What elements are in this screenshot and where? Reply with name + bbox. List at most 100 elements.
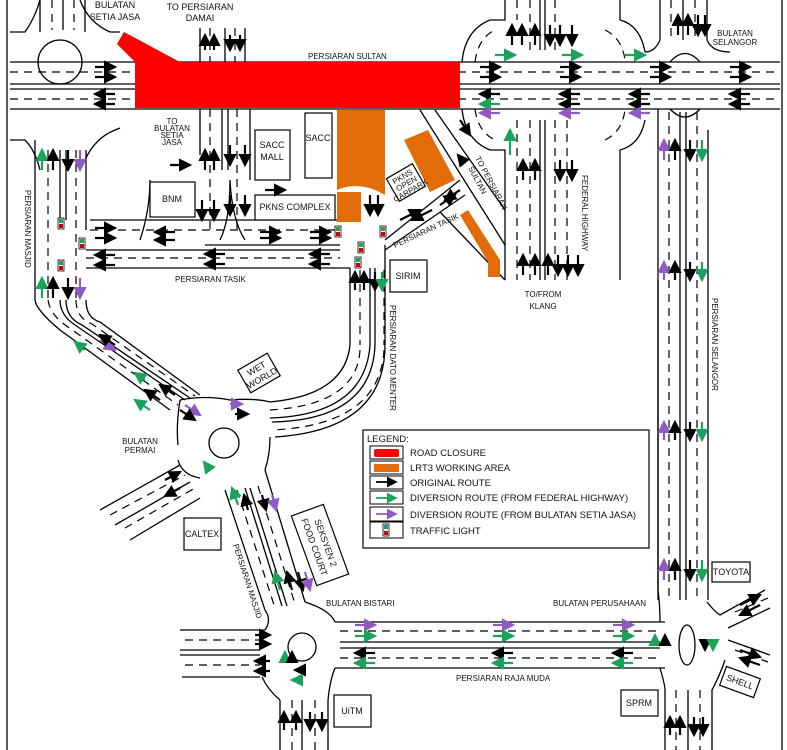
diversion-federal-arrow: [229, 485, 242, 506]
original-route-arrow: [158, 383, 176, 397]
buildings: SACC MALL SACC BNM PKNS COMPLEX PKNS OPE…: [149, 112, 762, 728]
building-bnm-label: BNM: [162, 194, 182, 204]
label-bulatan-setia-jasa-2: SETIA JASA: [90, 12, 141, 22]
building-sacc-mall: [254, 129, 291, 181]
label-persiaran-dato-menter: PERSIARAN DATO MENTER: [388, 305, 397, 411]
building-bnm: [149, 181, 196, 218]
original-route-arrow: [443, 188, 461, 202]
original-route-arrow: [163, 485, 181, 498]
bulatan-perusahaan-island: [678, 624, 696, 666]
original-route-arrow: [410, 209, 433, 221]
label-to-bulatan-setia-jasa-4: JASA: [162, 138, 183, 147]
label-to-bulatan-setia-jasa-3: SETIA: [160, 131, 184, 140]
building-sacc: [304, 112, 333, 179]
label-bulatan-selangor-1: BULATAN: [717, 29, 753, 38]
diversion-setia-jasa-arrow: [266, 494, 280, 513]
building-shell: [718, 665, 762, 699]
legend-label-lrt3: LRT3 WORKING AREA: [410, 463, 511, 474]
original-route-arrow: [164, 470, 182, 483]
label-persiaran-masjid-bottom: PERSIARAN MASJID: [231, 543, 264, 620]
building-sirim: [389, 259, 428, 293]
legend-label-traffic-light: TRAFFIC LIGHT: [410, 526, 481, 537]
original-route-arrow: [458, 119, 472, 137]
building-sacc-mall-label-2: MALL: [260, 152, 284, 162]
building-pkns-complex-label: PKNS COMPLEX: [259, 202, 330, 212]
original-route-arrow: [737, 655, 761, 668]
diversion-setia-jasa-arrow: [184, 403, 202, 417]
diversion-setia-jasa-arrow: [300, 571, 314, 593]
bulatan-setia-jasa-island: [37, 39, 83, 85]
building-caltex: [183, 517, 222, 551]
label-persiaran-masjid-top: PERSIARAN MASJID: [23, 190, 32, 268]
building-sacc-label: SACC: [305, 133, 331, 143]
label-bulatan-setia-jasa-1: BULATAN: [95, 0, 135, 10]
traffic-light-icon: [78, 237, 86, 250]
traffic-light-icon: [334, 225, 342, 238]
label-to-from-klang-2: KLANG: [529, 302, 556, 311]
building-uitm-label: UiTM: [341, 706, 363, 716]
original-route-arrow: [143, 388, 161, 402]
building-pkns-complex: [254, 194, 336, 221]
building-caltex-label: CALTEX: [185, 529, 219, 539]
traffic-light-icon: [57, 259, 65, 272]
label-federal-highway: FEDERAL HIGHWAY: [580, 175, 589, 252]
legend-box: [362, 429, 650, 549]
label-persiaran-tasik: PERSIARAN TASIK: [175, 275, 247, 284]
bulatan-permai-island: [208, 427, 240, 459]
original-route-arrow: [739, 594, 762, 606]
building-sacc-mall-label-1: SACC: [259, 140, 285, 150]
legend-title: LEGEND:: [367, 434, 409, 445]
building-wet-world: [236, 352, 282, 394]
diversion-federal-arrow: [73, 340, 88, 355]
building-toyota: [711, 561, 751, 583]
diversion-federal-arrow: [271, 569, 285, 591]
legend-label-original: ORIGINAL ROUTE: [410, 478, 491, 489]
legend-swatch-road-closure: [374, 449, 399, 457]
traffic-light-icon: [57, 217, 65, 230]
traffic-light-icon: [354, 256, 362, 269]
label-to-persiaran-damai-1: TO PERSIARAN: [167, 2, 234, 12]
original-route-arrow: [240, 492, 254, 511]
label-persiaran-tasik-diagonal: PERSIARAN TASIK: [392, 211, 461, 249]
original-route-arrow: [456, 153, 471, 168]
legend-label-road-closure: ROAD CLOSURE: [410, 448, 486, 459]
original-route-arrow: [283, 569, 297, 591]
diversion-federal-arrow: [133, 371, 148, 385]
legend-label-diversion-federal: DIVERSION ROUTE (FROM FEDERAL HIGHWAY): [410, 493, 628, 504]
legend: LEGEND: ROAD CLOSURE LRT3 WORKING AREA O…: [362, 429, 650, 549]
original-route-arrow: [256, 494, 270, 513]
label-to-bulatan-setia-jasa-1: TO: [167, 117, 178, 126]
traffic-light-icon: [379, 225, 387, 238]
label-to-from-klang-1: TO/FROM: [525, 290, 562, 299]
label-bulatan-permai-2: PERMAI: [125, 446, 156, 455]
building-sprm-label: SPRM: [626, 698, 652, 708]
label-to-persiaran-damai-2: DAMAI: [186, 13, 215, 23]
legend-label-diversion-setia-jasa: DIVERSION ROUTE (FROM BULATAN SETIA JASA…: [410, 510, 636, 521]
traffic-lights: [57, 217, 387, 272]
diversion-federal-arrow: [133, 398, 151, 412]
building-toyota-label: TOYOTA: [713, 567, 749, 577]
label-bulatan-bistari: BULATAN BISTARI: [326, 599, 394, 608]
original-route-arrow: [739, 647, 763, 660]
label-persiaran-sultan: PERSIARAN SULTAN: [308, 52, 387, 61]
original-route-arrow: [98, 333, 116, 347]
label-persiaran-selangor: PERSIARAN SELANGOR: [710, 298, 719, 391]
legend-traffic-light-icon: [382, 523, 390, 537]
route-arrows: [35, 12, 763, 738]
bulatan-bistari-island: [287, 632, 317, 662]
original-route-arrow: [179, 408, 197, 422]
building-pkns-open-carpark: [385, 162, 427, 203]
diversion-federal-arrow: [202, 460, 216, 475]
legend-swatch-lrt3: [374, 464, 399, 472]
building-sirim-label: SIRIM: [395, 271, 420, 281]
building-sprm: [620, 689, 659, 717]
label-bulatan-perusahaan: BULATAN PERUSAHAAN: [553, 599, 646, 608]
lrt3-working-areas: [337, 110, 500, 277]
label-bulatan-permai-1: BULATAN: [122, 437, 158, 446]
label-bulatan-selangor-2: SELANGOR: [713, 38, 758, 47]
label-persiaran-raja-muda: PERSIARAN RAJA MUDA: [456, 674, 551, 683]
traffic-light-icon: [357, 241, 365, 254]
building-uitm: [333, 694, 372, 728]
original-route-arrow: [738, 604, 761, 616]
